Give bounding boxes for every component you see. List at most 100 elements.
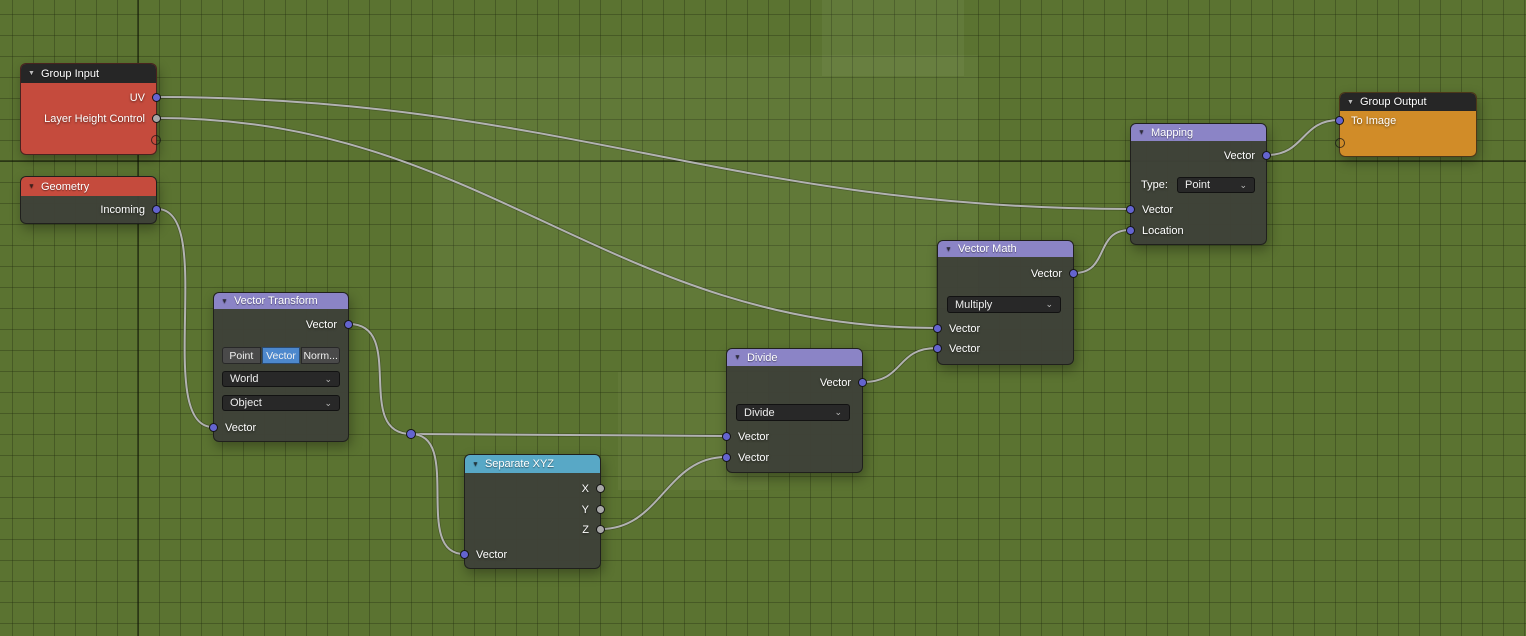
node-header[interactable]: ▼ Group Input — [21, 64, 156, 83]
socket-vector-output[interactable] — [344, 320, 353, 329]
node-divide[interactable]: ▼ Divide Vector Divide ⌄ Vector Vector — [722, 348, 867, 473]
node-link-shadow — [1073, 228, 1131, 275]
node-separate-xyz[interactable]: ▼ Separate XYZ X Y Z Vector — [460, 454, 605, 569]
node-link-shadow — [410, 432, 727, 438]
socket-row: Vector — [727, 428, 862, 446]
toggle-vector-button[interactable]: Vector — [261, 347, 301, 364]
collapse-triangle-icon[interactable]: ▼ — [28, 70, 35, 77]
socket-row: Vector — [1131, 147, 1266, 165]
socket-vector-input-2[interactable] — [722, 453, 731, 462]
node-header[interactable]: ▼ Divide — [727, 349, 862, 366]
node-title: Group Output — [1359, 96, 1427, 108]
node-link — [410, 433, 727, 437]
socket-label: UV — [129, 92, 145, 104]
reroute-node[interactable] — [406, 429, 416, 439]
chevron-down-icon: ⌄ — [1045, 299, 1053, 309]
socket-row: Vector — [214, 419, 348, 437]
collapse-triangle-icon[interactable]: ▼ — [28, 183, 35, 190]
socket-label: Incoming — [100, 204, 145, 216]
socket-row: Vector — [938, 320, 1073, 338]
socket-label: Vector — [1030, 268, 1062, 280]
socket-label: Vector — [738, 452, 770, 464]
socket-to-image-input[interactable] — [1335, 116, 1344, 125]
grid-origin-axis-vertical — [137, 0, 139, 636]
node-mapping[interactable]: ▼ Mapping Vector Type: Point ⌄ Vector Lo… — [1126, 123, 1271, 245]
collapse-triangle-icon[interactable]: ▼ — [221, 297, 228, 305]
convert-from-dropdown[interactable]: World ⌄ — [222, 371, 340, 387]
socket-vector-output[interactable] — [858, 378, 867, 387]
socket-uv-output[interactable] — [152, 93, 161, 102]
socket-location-input[interactable] — [1126, 226, 1135, 235]
node-vector-math[interactable]: ▼ Vector Math Vector Multiply ⌄ Vector V… — [933, 240, 1078, 365]
socket-z-output[interactable] — [596, 525, 605, 534]
socket-label: Vector — [476, 549, 508, 561]
collapse-triangle-icon[interactable]: ▼ — [734, 354, 741, 361]
node-link-shadow — [862, 346, 938, 384]
chevron-down-icon: ⌄ — [324, 397, 332, 408]
socket-vector-output[interactable] — [1262, 151, 1271, 160]
socket-vector-input-2[interactable] — [933, 344, 942, 353]
operation-dropdown[interactable]: Multiply ⌄ — [947, 296, 1061, 313]
socket-vector-input[interactable] — [1126, 205, 1135, 214]
socket-label: Vector — [738, 431, 770, 443]
socket-vector-input[interactable] — [209, 423, 218, 432]
dropdown-value: Point — [1185, 179, 1211, 191]
socket-virtual-output[interactable] — [151, 135, 161, 145]
node-link-shadow — [600, 455, 727, 531]
socket-incoming-output[interactable] — [152, 205, 161, 214]
collapse-triangle-icon[interactable]: ▼ — [1347, 98, 1354, 106]
operation-dropdown[interactable]: Divide ⌄ — [736, 404, 850, 421]
chevron-down-icon: ⌄ — [1239, 179, 1247, 190]
socket-vector-input-1[interactable] — [933, 324, 942, 333]
mapping-type-dropdown[interactable]: Point ⌄ — [1177, 177, 1255, 193]
socket-layer-height-control-output[interactable] — [152, 114, 161, 123]
backdrop-ghost — [822, 0, 964, 76]
socket-label: Location — [1142, 225, 1184, 237]
socket-x-output[interactable] — [596, 484, 605, 493]
socket-label: Y — [581, 504, 589, 516]
node-header[interactable]: ▼ Separate XYZ — [465, 455, 600, 473]
socket-row: Y — [465, 501, 600, 519]
node-link-shadow — [1266, 118, 1340, 157]
collapse-triangle-icon[interactable]: ▼ — [945, 245, 952, 253]
socket-label: Layer Height Control — [44, 113, 145, 125]
socket-row: Vector — [1131, 201, 1266, 219]
node-header[interactable]: ▼ Vector Transform — [214, 293, 348, 309]
node-vector-transform[interactable]: ▼ Vector Transform Vector Point Vector N… — [209, 292, 353, 442]
node-link-shadow — [156, 95, 1131, 211]
socket-vector-input-1[interactable] — [722, 432, 731, 441]
socket-y-output[interactable] — [596, 505, 605, 514]
socket-virtual-input[interactable] — [1335, 138, 1345, 148]
socket-label: Z — [582, 524, 589, 536]
node-group-input[interactable]: ▼ Group Input UV Layer Height Control — [20, 63, 161, 155]
toggle-point-button[interactable]: Point — [222, 347, 261, 364]
node-geometry[interactable]: ▼ Geometry Incoming — [20, 176, 161, 224]
socket-row: Location — [1131, 222, 1266, 240]
socket-label: Vector — [1142, 204, 1174, 216]
node-header[interactable]: ▼ Group Output — [1340, 93, 1476, 111]
socket-label: Vector — [225, 422, 257, 434]
node-title: Vector Math — [957, 243, 1017, 255]
socket-row: X — [465, 480, 600, 498]
node-header[interactable]: ▼ Vector Math — [938, 241, 1073, 257]
collapse-triangle-icon[interactable]: ▼ — [472, 460, 479, 468]
node-link — [348, 323, 412, 435]
collapse-triangle-icon[interactable]: ▼ — [1138, 129, 1145, 136]
socket-vector-output[interactable] — [1069, 269, 1078, 278]
node-link — [410, 433, 465, 555]
convert-to-dropdown[interactable]: Object ⌄ — [222, 395, 340, 411]
node-link-shadow — [410, 432, 465, 556]
socket-row: Incoming — [21, 201, 156, 219]
socket-vector-input[interactable] — [460, 550, 469, 559]
node-link — [1073, 229, 1131, 274]
node-header[interactable]: ▼ Geometry — [21, 177, 156, 196]
node-group-output[interactable]: ▼ Group Output To Image — [1335, 92, 1477, 157]
node-title: Vector Transform — [233, 295, 318, 307]
chevron-down-icon: ⌄ — [324, 373, 332, 384]
toggle-normal-button[interactable]: Norm... — [301, 347, 341, 364]
node-link — [156, 96, 1131, 210]
chevron-down-icon: ⌄ — [834, 407, 842, 417]
dropdown-value: Multiply — [955, 298, 993, 311]
node-header[interactable]: ▼ Mapping — [1131, 124, 1266, 141]
